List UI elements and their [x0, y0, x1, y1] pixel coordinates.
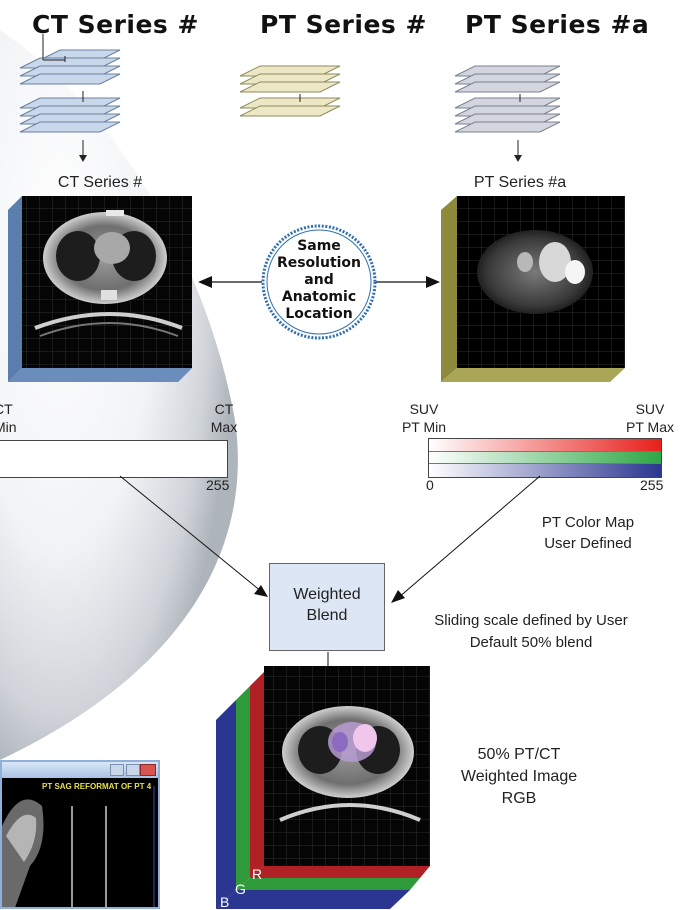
viewer-title: PT SAG REFORMAT OF PT 4 [42, 782, 152, 791]
pt-scale-end: 255 [640, 477, 664, 493]
blend-note: Sliding scale defined by User Default 50… [392, 610, 670, 654]
pt-blue-channel-bar [429, 464, 661, 477]
viewer-image [2, 786, 155, 907]
pt-min-label-2: PT Min [401, 419, 447, 435]
badge-line-3: and [304, 272, 334, 288]
minimize-icon[interactable] [110, 764, 124, 776]
pt-color-map-bar [428, 438, 662, 478]
viewer-titlebar[interactable] [2, 762, 158, 778]
pt-red-channel-bar [429, 439, 661, 451]
ct-max-label-1: CT [214, 401, 234, 417]
channel-r-label: R [252, 866, 263, 882]
badge-line-5: Location [285, 306, 353, 322]
close-icon[interactable] [140, 764, 156, 776]
ct-series-header: CT Series # [32, 10, 199, 39]
pt-a-slice-stack [454, 65, 561, 133]
pt-scale-start: 0 [426, 477, 434, 493]
ct-min-label-1: CT [0, 401, 13, 417]
viewer-window[interactable]: PT SAG REFORMAT OF PT 4 [0, 760, 160, 909]
pt-colormap-line-1: PT Color Map [541, 514, 635, 531]
badge-line-4: Anatomic [281, 289, 357, 305]
center-badge-text: Same Resolution and Anatomic Location [264, 238, 374, 323]
blend-box-line-2: Blend [306, 607, 348, 624]
blend-note-line-1: Sliding scale defined by User [434, 612, 628, 629]
channel-b-label: B [220, 894, 230, 910]
ct-gray-scale-bar [0, 440, 228, 478]
ct-scale-end: 255 [206, 477, 230, 493]
result-line-3: RGB [501, 790, 537, 807]
channel-g-label: G [235, 881, 246, 897]
maximize-icon[interactable] [126, 764, 140, 776]
pt-min-label-1: SUV [409, 401, 439, 417]
ct-max-label-2: Max [210, 419, 238, 435]
pt-series-a-header: PT Series #a [465, 10, 650, 39]
result-line-1: 50% PT/CT [477, 746, 561, 763]
center-badge-ring [261, 224, 377, 340]
pt-colormap-note: PT Color Map User Defined [518, 512, 658, 554]
pt-colormap-line-2: User Defined [544, 535, 632, 552]
pt-max-label: SUV PT Max [612, 400, 686, 436]
blend-box-line-1: Weighted [293, 586, 361, 603]
result-line-2: Weighted Image [460, 768, 578, 785]
ct-min-label-2: Min [0, 419, 17, 435]
pt-slice-stack [239, 65, 341, 117]
result-caption: 50% PT/CT Weighted Image RGB [454, 744, 584, 810]
ct-panel-title: CT Series # [57, 174, 143, 191]
ct-max-label: CT Max [200, 400, 248, 436]
pt-green-channel-bar [429, 452, 661, 463]
badge-line-2: Resolution [276, 255, 362, 271]
pt-max-label-2: PT Max [626, 419, 674, 435]
pt-panel-title: PT Series #a [473, 174, 567, 191]
pt-min-label: SUV PT Min [386, 400, 462, 436]
pt-series-header: PT Series # [260, 10, 427, 39]
ct-min-label: CT Min [0, 400, 17, 436]
weighted-blend-box: Weighted Blend [269, 563, 385, 651]
badge-line-1: Same [297, 238, 341, 254]
pt-max-label-1: SUV [635, 401, 665, 417]
blend-note-line-2: Default 50% blend [469, 634, 593, 651]
